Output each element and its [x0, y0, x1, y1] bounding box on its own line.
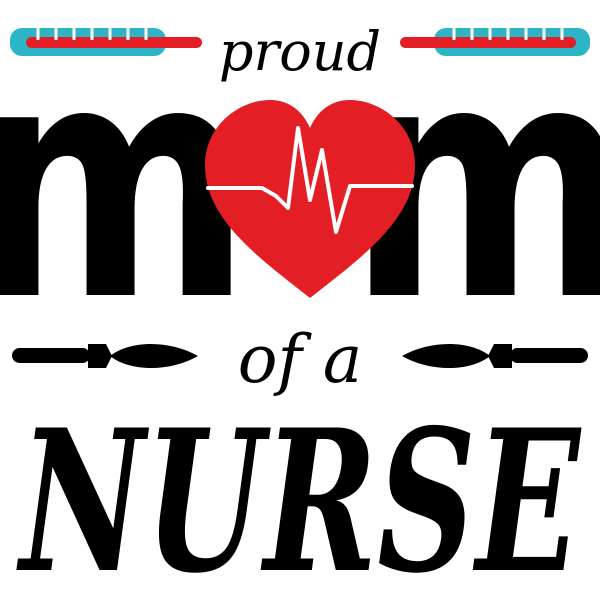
heart-icon [205, 100, 415, 298]
nurse-text: NURSE [16, 388, 581, 600]
heartbeat-line-icon [206, 126, 414, 234]
thermometer-icon [10, 28, 202, 56]
scalpel-icon [12, 344, 198, 368]
scalpel-icon [402, 344, 588, 368]
of-a-text: of a [238, 321, 363, 398]
proud-text: proud [219, 20, 381, 83]
thermometer-icon [400, 28, 590, 56]
